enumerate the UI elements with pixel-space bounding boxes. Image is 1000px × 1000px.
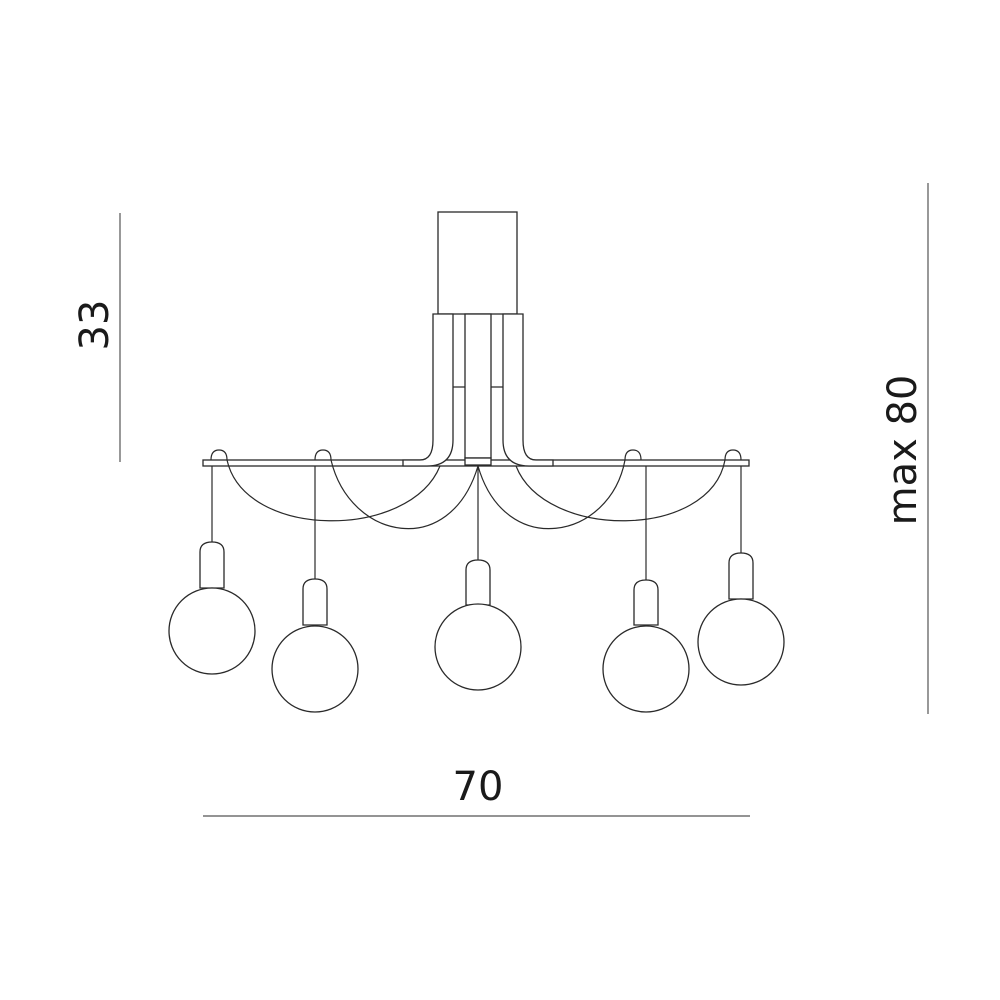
hook-3 bbox=[624, 449, 642, 461]
pendant-2-socket bbox=[302, 578, 328, 626]
drape-cable-4 bbox=[515, 459, 726, 522]
pendant-1-bulb bbox=[168, 587, 256, 675]
hook-2 bbox=[314, 449, 332, 461]
chandelier-fixture bbox=[168, 211, 785, 713]
hook-4 bbox=[724, 449, 742, 461]
pendant-5 bbox=[697, 466, 785, 686]
right-curved-arm bbox=[502, 313, 554, 467]
pendant-5-socket bbox=[728, 552, 754, 600]
max-height-dimension: max 80 bbox=[880, 183, 929, 714]
hook-1 bbox=[210, 449, 228, 461]
pendant-4 bbox=[602, 466, 690, 713]
height-dimension-label: 33 bbox=[72, 300, 118, 351]
max-height-dimension-label: max 80 bbox=[880, 375, 926, 526]
width-dimension-label: 70 bbox=[453, 764, 504, 810]
pendant-4-socket bbox=[633, 579, 659, 626]
center-rod-cap bbox=[464, 457, 492, 466]
pendant-3-bulb bbox=[434, 603, 522, 691]
drape-cable-3 bbox=[477, 459, 626, 530]
width-dimension: 70 bbox=[203, 764, 750, 817]
center-rod bbox=[464, 313, 492, 459]
pendant-1 bbox=[168, 466, 256, 675]
pendant-1-socket bbox=[199, 541, 225, 589]
pendant-4-bulb bbox=[602, 625, 690, 713]
ceiling-canopy bbox=[437, 211, 518, 315]
pendant-2-bulb bbox=[271, 625, 359, 713]
pendant-3 bbox=[434, 466, 522, 691]
drape-cable-2 bbox=[330, 459, 479, 530]
pendant-3-socket bbox=[465, 559, 491, 606]
left-curved-arm bbox=[402, 313, 454, 467]
height-dimension: 33 bbox=[72, 213, 121, 462]
pendant-5-bulb bbox=[697, 598, 785, 686]
pendant-2 bbox=[271, 466, 359, 713]
drape-cable-1 bbox=[226, 459, 441, 522]
